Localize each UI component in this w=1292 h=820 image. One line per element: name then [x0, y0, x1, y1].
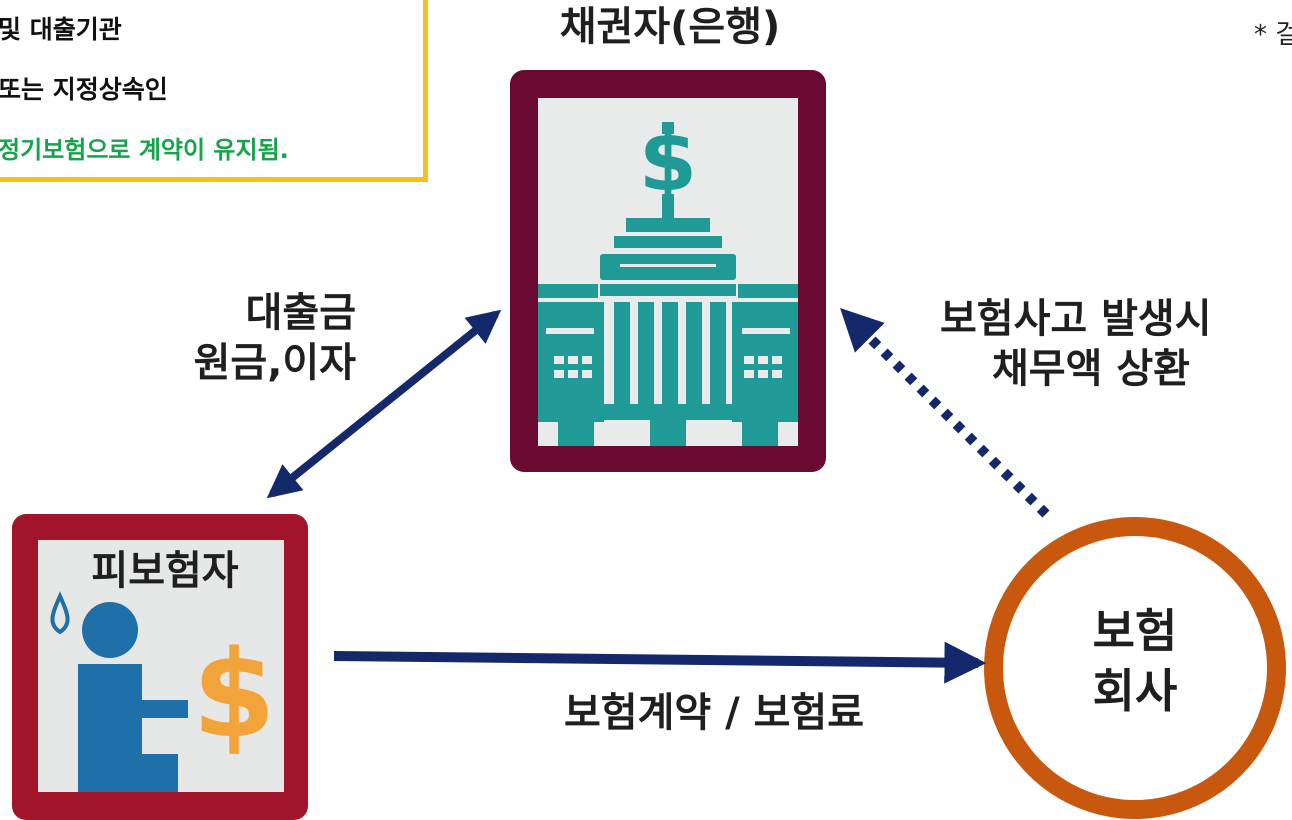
creditor-title: 채권자(은행)	[559, 4, 781, 50]
claim-label: 보험사고 발생시 채무액 상환	[940, 294, 1292, 394]
loan-arrow	[266, 309, 502, 499]
insurer-label-line1: 보험	[1092, 604, 1178, 658]
claim-arrow	[840, 308, 1050, 518]
insurer-label-line2: 회사	[1092, 663, 1178, 718]
note-line-1: 및 대출기관	[0, 15, 122, 44]
claim-label-line2: 채무액 상환	[992, 346, 1190, 392]
person-money-icon: $	[50, 591, 276, 792]
svg-text:$: $	[192, 626, 276, 765]
bank-icon: $	[538, 112, 798, 446]
insurer-label: 보험 회사	[1040, 602, 1230, 722]
note-line-2: 또는 지정상속인	[0, 75, 168, 104]
claim-label-line1: 보험사고 발생시	[940, 296, 1212, 342]
insured-panel: $	[38, 540, 284, 792]
contract-label: 보험계약 / 보험료	[563, 690, 865, 736]
loan-label-line1: 대출금	[245, 290, 356, 336]
contract-arrow	[333, 641, 987, 684]
loan-label: 대출금 원금,이자	[96, 288, 356, 388]
creditor-panel: $	[538, 98, 798, 446]
corner-note: * 걸	[1254, 20, 1292, 50]
note-line-3: 정기보험으로 계약이 유지됨.	[0, 136, 289, 164]
insured-title: 피보험자	[91, 548, 239, 594]
loan-label-line2: 원금,이자	[193, 340, 356, 386]
info-box	[0, 0, 428, 182]
